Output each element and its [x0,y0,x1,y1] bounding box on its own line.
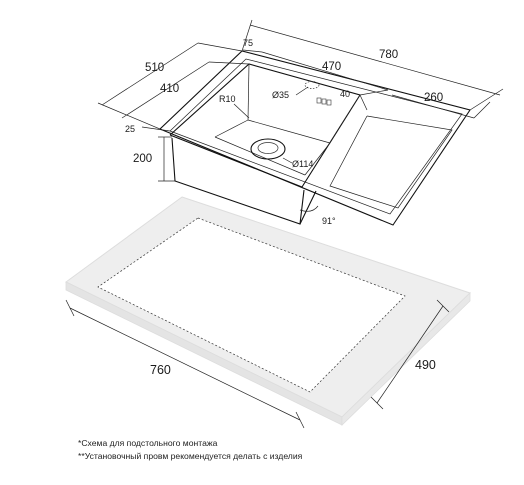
dim-ext-260-b [473,101,491,119]
dim-line-260 [391,94,475,119]
label-faucet-hole: Ø35 [272,90,289,100]
bowl-wall-1 [247,63,250,121]
label-cutout-length: 760 [150,363,171,377]
dim-ext-410-b [208,61,250,65]
dim-tick-760-b [295,411,305,429]
sink-rim-outer [159,50,471,226]
label-faucet-offset: 40 [340,89,350,99]
drain-inner [257,142,279,154]
sink-body [159,50,471,226]
label-corner-radius: R10 [219,94,236,104]
bowl-opening [169,63,361,188]
sink-dimensions: 780 470 260 510 410 75 25 200 R10 Ø35 40… [97,19,504,226]
label-bowl-height: 200 [133,153,152,165]
overflow-icon [316,97,332,106]
cutout-opening [97,217,406,393]
dim-line-510 [101,42,199,106]
dim-line-75 [242,49,263,53]
countertop-right-edge [341,292,471,426]
label-bowl-depth: 410 [160,83,179,95]
bowl-wall-2 [214,119,249,138]
bowl-exterior [171,137,305,225]
dim-line-470 [261,51,389,91]
bowl-wall-4 [329,94,361,144]
label-angle: 91° [322,216,336,226]
dim-tick-490-b [370,396,384,410]
dim-ext-510-a [97,102,161,130]
dim-ext-780-a [241,19,253,52]
dim-line-25 [141,126,171,132]
angle-arc-91 [299,205,319,212]
bowl-wall-5 [304,142,331,176]
drainboard-outline [329,115,453,209]
label-flange: 25 [125,124,135,134]
dim-line-760 [69,307,301,421]
drainboard-edge [359,94,368,111]
faucet-hole [304,81,320,89]
dim-ext-780-b [469,88,504,111]
countertop-cutout: 760 490 [65,196,471,429]
label-sink-width: 780 [379,49,398,61]
dim-line-780 [249,24,501,96]
dim-ext-510-b [197,42,243,52]
label-bowl-length: 470 [322,61,341,73]
label-edge-offset: 75 [243,38,253,48]
leader-r10 [233,103,250,119]
installation-note-1: *Схема для подстольного монтажа [78,438,218,448]
label-cutout-depth: 490 [415,358,436,372]
dim-tick-760-a [65,299,75,317]
sink-rim-inner [169,58,463,215]
label-drainboard-length: 260 [424,92,443,104]
dim-tick-490-a [436,299,450,313]
drain-outer [250,138,286,160]
dim-ext-470-b [359,89,389,96]
leader-d35 [295,86,309,96]
bowl-exterior-right [299,190,317,225]
label-drain-diameter: Ø114 [292,159,313,169]
leader-d114 [282,157,293,164]
label-sink-depth: 510 [145,62,164,74]
bowl-bottom-front [214,136,306,176]
dim-line-410 [121,61,210,119]
bowl-wall-3 [247,119,331,144]
dim-line-490 [376,305,444,404]
installation-note-2: **Установочный провм рекомендуется делат… [78,451,303,461]
